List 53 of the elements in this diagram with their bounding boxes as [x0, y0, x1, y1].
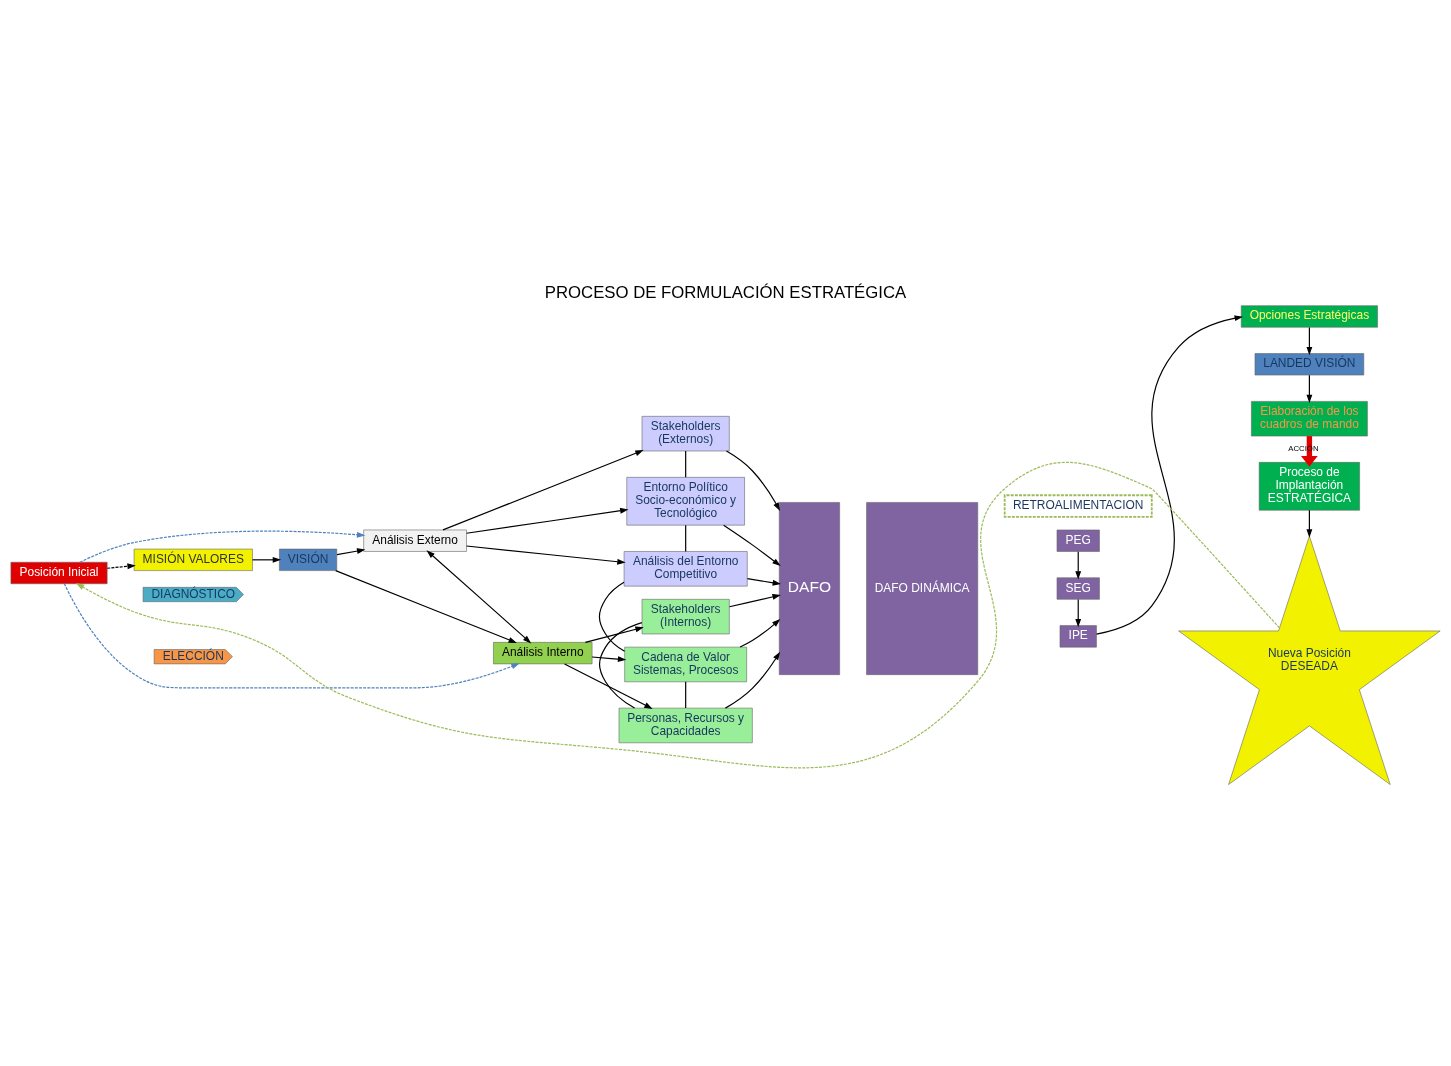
arrow: [728, 593, 781, 607]
node-box: Cadena de Valor Sistemas, Procesos: [624, 646, 747, 682]
arrow: [1306, 374, 1313, 403]
node-box: Opciones Estratégicas: [1240, 304, 1378, 328]
arrow: [723, 524, 781, 566]
arrow: [465, 544, 626, 565]
node-box: Entorno Político Socio-económico y Tecnológico: [626, 476, 745, 525]
node-box: Elaboración de los cuadros de mando: [1251, 400, 1368, 436]
connector: [685, 680, 687, 709]
node-box: Proceso de Implantación ESTRATÉGICA: [1258, 461, 1360, 510]
arrow: [1075, 550, 1082, 579]
node-box: Personas, Recursos y Capacidades: [618, 707, 753, 743]
arrow: [336, 547, 366, 555]
arrow: [79, 530, 366, 563]
connector: [598, 621, 643, 709]
arrow: [442, 449, 644, 530]
arrow: [1306, 509, 1313, 538]
node-box: DAFO: [778, 501, 840, 675]
arrow: [1075, 598, 1082, 627]
node-box: DAFO DINÁMICA: [866, 501, 979, 675]
node-box: Análisis Interno: [493, 641, 593, 664]
connector: [685, 449, 687, 478]
arrow: [1095, 314, 1243, 635]
arrow: [426, 549, 532, 643]
node-box: Análisis del Entorno Competitivo: [623, 550, 748, 586]
node-box: Posición Inicial: [10, 561, 108, 584]
arrow: [465, 507, 629, 534]
node-box: LANDED VISIÓN: [1254, 352, 1365, 375]
connector: [685, 524, 687, 552]
arrow: [584, 626, 644, 643]
arrow: [564, 662, 653, 709]
node-box: SEG: [1056, 576, 1100, 600]
arrow: [746, 577, 782, 586]
node-box: Stakeholders (Internos): [641, 598, 730, 634]
arrow: [725, 449, 781, 511]
node-box: PEG: [1056, 529, 1100, 552]
node-box: IPE: [1059, 624, 1097, 647]
node-box: MISIÓN VALORES: [133, 548, 253, 571]
node-box: VISIÓN: [279, 548, 338, 571]
arrow: [63, 582, 520, 688]
node-box: Análisis Externo: [363, 529, 467, 552]
arrow: [724, 651, 781, 709]
node-box: RETROALIMENTACION: [1003, 493, 1153, 518]
arrow: [1306, 326, 1313, 355]
arrow: [106, 562, 136, 569]
arrow: [75, 461, 1280, 768]
arrow: [591, 655, 627, 662]
connector: [598, 581, 626, 652]
arrow: [739, 618, 781, 648]
node-box: Stakeholders (Externos): [641, 415, 730, 451]
diagram-title: PROCESO DE FORMULACIÓN ESTRATÉGICA: [544, 282, 907, 302]
arrow: [251, 556, 282, 563]
arrow: [335, 569, 517, 643]
